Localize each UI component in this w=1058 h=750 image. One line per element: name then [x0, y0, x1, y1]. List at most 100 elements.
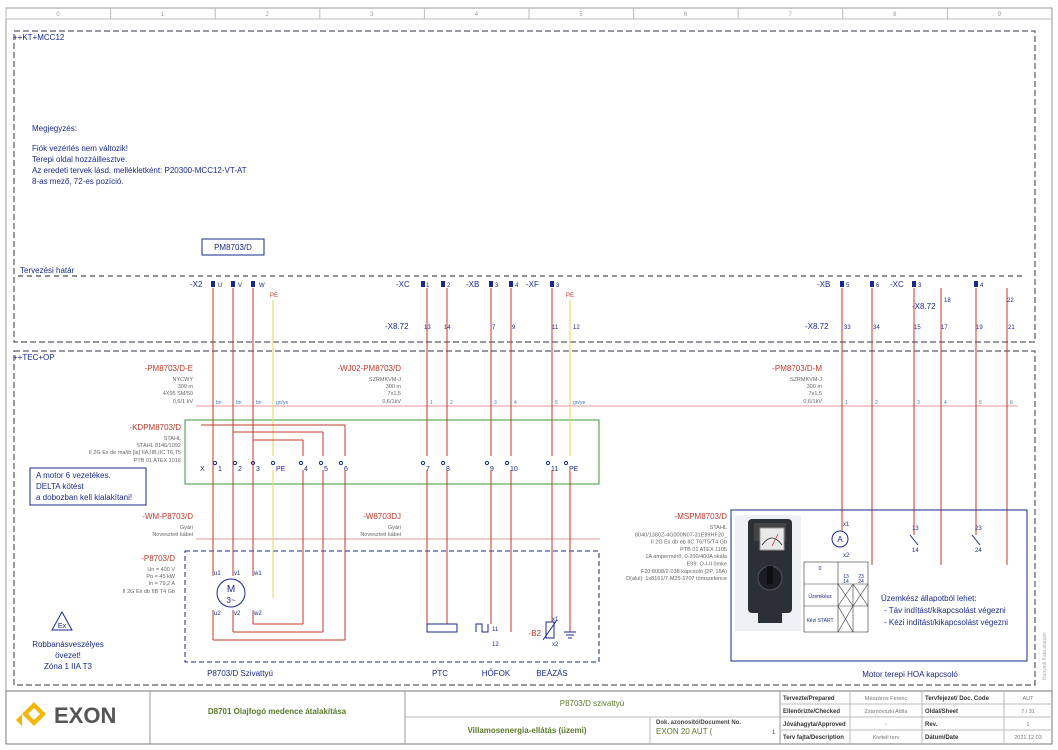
core-label: 4 — [944, 400, 947, 406]
note-box-line: A motor 6 vezetékes. — [36, 471, 111, 480]
motor-symbol — [216, 578, 246, 608]
table-cell: 0 — [819, 566, 822, 572]
design-boundary-label: Tervezési határ — [20, 266, 75, 275]
pin-label: 34 — [873, 325, 880, 331]
pin-label: 11 — [552, 325, 559, 331]
pin-label: 18 — [944, 298, 951, 304]
terminal-icon — [212, 460, 218, 466]
pin-label: 22 — [1007, 298, 1014, 304]
terminal-xf-label: -XF — [526, 280, 539, 289]
terminal-icon — [298, 460, 304, 466]
table-cell: 23 — [858, 574, 864, 580]
terminal-pin-icon — [231, 281, 235, 287]
sensor-pin: 12 — [492, 642, 499, 648]
junction-spec: STAHL 8146/1092 — [136, 443, 181, 449]
junction-terminal-label: PE — [569, 466, 579, 473]
cable-spec: 7x1,5 — [809, 391, 822, 397]
note-box-line: a dobozban kell kialakítani! — [36, 493, 132, 502]
title-row-label: Jóváhagyta/Approved — [783, 722, 846, 728]
terminal-pin-icon — [251, 281, 255, 287]
title-row-value: 2021.12.03 — [1014, 735, 1042, 741]
core-label: 5 — [979, 400, 982, 406]
device-label-temp: HŐFOK — [482, 669, 511, 678]
core-label: 1 — [430, 400, 433, 406]
core-label: gn/ye — [276, 400, 288, 406]
contact-label: 14 — [912, 548, 919, 554]
motor-symbol-letter: M — [227, 584, 235, 595]
core-label: 2 — [875, 400, 878, 406]
internal-cable-spec: Novesztett kábel — [152, 532, 193, 538]
hazard-text: Zóna 1 IIA T3 — [44, 662, 92, 671]
ptc-symbol — [426, 623, 458, 633]
pin-label: 21 — [1008, 325, 1015, 331]
section-title: Villamosenergia-ellátás (üzemi) — [467, 726, 586, 735]
pin-label: 15 — [914, 325, 921, 331]
terminal-icon — [440, 460, 446, 466]
table-cell: 14 — [843, 579, 849, 585]
motor-enclosure — [184, 550, 600, 663]
cable-spec: 0,6/1 kV — [173, 399, 194, 405]
switch-contact — [971, 534, 981, 546]
terminal-icon — [504, 460, 510, 466]
station-enclosure — [730, 509, 1028, 662]
terminal-pin-icon — [441, 281, 445, 287]
cable-tag: -WJ02-PM8703/D — [337, 364, 401, 373]
terminal-icon — [545, 460, 551, 466]
terminal-right-xc-label: -XC — [890, 280, 904, 289]
exon-logo — [16, 702, 46, 726]
pin-label: 33 — [844, 325, 851, 331]
contact-label: 23 — [975, 526, 982, 532]
core-label: 5 — [555, 400, 558, 406]
pin-label: 19 — [976, 325, 983, 331]
cable-spec: SZRMKVM-J — [790, 377, 822, 383]
column-number: 7 — [789, 12, 793, 18]
bottom-panel-label: ++TEC+OP — [13, 353, 55, 362]
cable-tag: -PM8703/D-M — [772, 364, 822, 373]
terminal-icon — [338, 460, 344, 466]
pin-label: 4 — [515, 283, 519, 289]
junction-terminal-label: 7 — [426, 466, 430, 473]
internal-cable-tag: -W8703DJ — [363, 512, 401, 521]
core-label: gn/ye — [573, 400, 585, 406]
station-spec-line: 8040/1380Z-4G000N07-31E99HF20_ — [635, 532, 728, 538]
cable-spec: 300 m — [178, 384, 194, 390]
terminal-pin-icon — [912, 281, 916, 287]
terminal-pin-icon — [211, 281, 215, 287]
cable-spec: 0,6/1kV — [382, 399, 401, 405]
motor-terminal: w2 — [253, 611, 262, 617]
junction-spec: PTB 01 ATEX 1016 — [134, 458, 181, 464]
side-note: Hunyadi Kata alapján — [1042, 632, 1048, 680]
motor-terminal: u2 — [214, 611, 221, 617]
terminal-xb-label: -XB — [466, 280, 479, 289]
junction-terminal-label: 6 — [344, 466, 348, 473]
junction-terminal-label: 5 — [324, 466, 328, 473]
motor-terminal: v2 — [234, 611, 241, 617]
title-row-value: 1 — [1026, 722, 1029, 728]
terminal-icon — [420, 460, 426, 466]
note-box-line: DELTA kötést — [36, 482, 85, 491]
junction-box — [184, 419, 600, 485]
pin-label: 9 — [512, 325, 516, 331]
pin-label: 6 — [876, 283, 880, 289]
column-number: 0 — [56, 12, 60, 18]
station-spec-line: F20:8008/2-038 kapcsoló (2P, 16A) — [641, 569, 727, 575]
station-spec-line: STAHL — [710, 525, 727, 531]
pin-label: 17 — [941, 325, 948, 331]
title-row-value: AUT — [1023, 696, 1035, 702]
note-line: Az eredeti tervek lásd. mellékletként: P… — [32, 166, 247, 175]
junction-terminal-label: 3 — [256, 466, 260, 473]
title-row-value: Kiviteli terv — [873, 735, 900, 741]
terminal-right-x872-upper-label: -X8.72 — [912, 302, 936, 311]
junction-terminal-label: 10 — [510, 466, 518, 473]
top-terminal-pins — [211, 281, 978, 287]
title-row-label: Tervezte/Prepared — [783, 696, 835, 702]
table-cell: 13 — [843, 574, 849, 580]
core-label: 3 — [494, 400, 497, 406]
pin-label: 1 — [426, 283, 430, 289]
ready-text: - Táv indítást/kikapcsolást végezni — [884, 606, 1006, 615]
junction-tag: -KDPM8703/D — [129, 423, 181, 432]
device-label-ptc: PTC — [432, 669, 448, 678]
core-label: 2 — [450, 400, 453, 406]
